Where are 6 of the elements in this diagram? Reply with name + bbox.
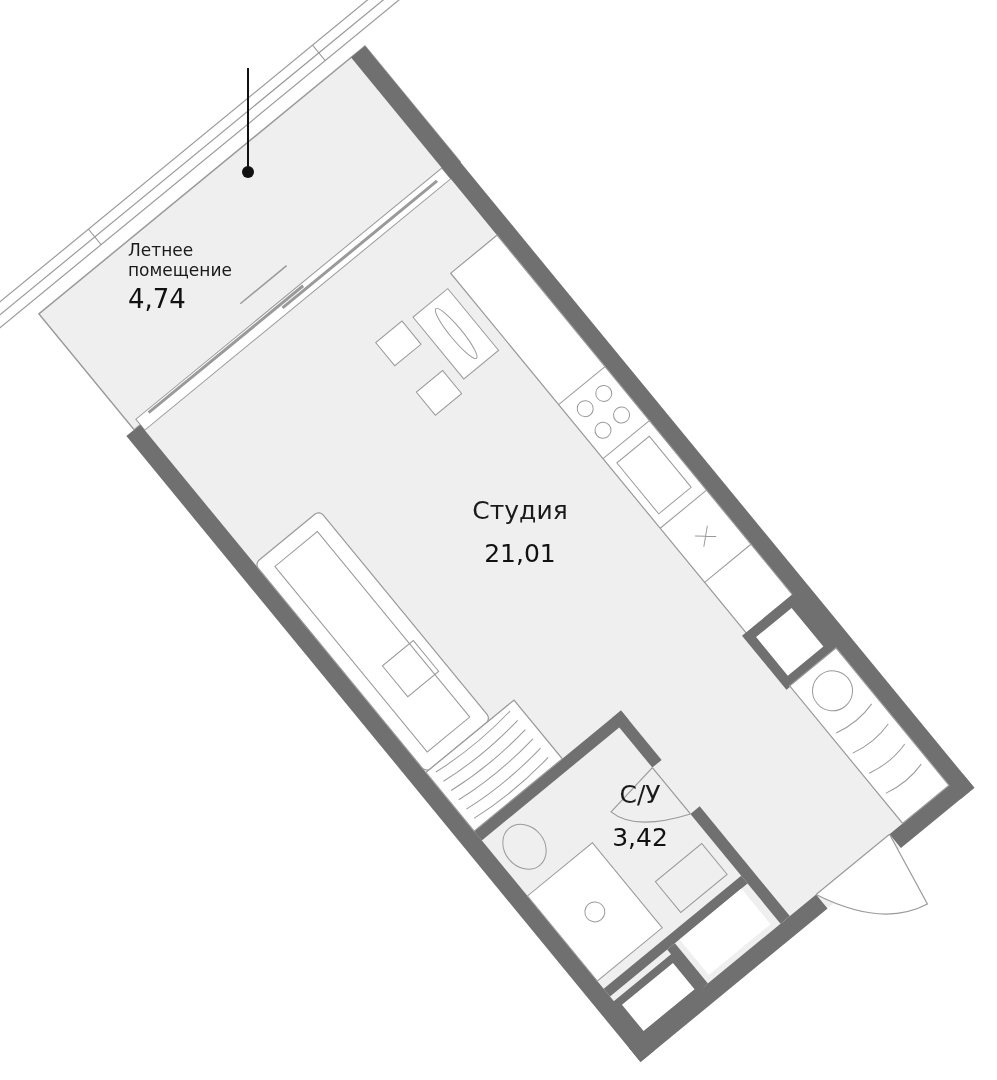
room-area-value: 21,01 [484,540,556,568]
room-name: Студия [472,496,568,526]
room-name: С/У [619,780,661,810]
room-name: Летнее помещение [128,240,233,281]
room-area-value: 4,74 [128,284,186,314]
room-area-value: 3,42 [612,824,668,852]
